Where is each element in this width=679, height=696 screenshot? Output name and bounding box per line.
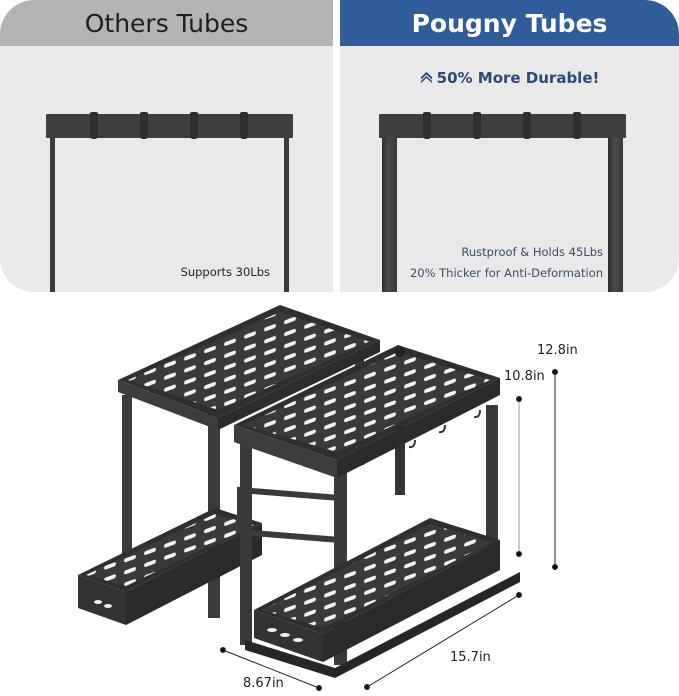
hook-clip bbox=[140, 112, 148, 139]
width-label: 15.7in bbox=[450, 650, 491, 665]
hook-clip bbox=[473, 112, 481, 139]
durability-text: 50% More Durable! bbox=[436, 69, 600, 87]
others-capacity-caption: Supports 30Lbs bbox=[180, 265, 270, 279]
right-organizer bbox=[234, 345, 520, 678]
thick-tube-left bbox=[382, 137, 397, 292]
double-chevron-up-icon bbox=[420, 70, 433, 87]
height-inner-label: 10.8in bbox=[504, 369, 545, 384]
hook-clip bbox=[573, 112, 581, 139]
rustproof-caption: Rustproof & Holds 45Lbs bbox=[461, 245, 603, 259]
pougny-tubes-header: Pougny Tubes bbox=[340, 0, 679, 46]
shelf-organizer-drawing bbox=[78, 305, 558, 691]
hook-clip bbox=[423, 112, 431, 139]
hook-clip bbox=[90, 112, 98, 139]
thin-tube-left bbox=[50, 137, 55, 292]
others-tubes-panel: Others Tubes Supports 30Lbs bbox=[0, 0, 333, 292]
thick-tube-right bbox=[608, 137, 623, 292]
left-organizer bbox=[78, 305, 380, 625]
height-total-label: 12.8in bbox=[537, 343, 578, 358]
thicker-caption: 20% Thicker for Anti-Deformation bbox=[409, 266, 603, 280]
others-tubes-header: Others Tubes bbox=[0, 0, 333, 46]
pougny-tubes-title: Pougny Tubes bbox=[411, 8, 608, 38]
hook-clip bbox=[523, 112, 531, 139]
depth-label: 8.67in bbox=[243, 676, 284, 691]
hook-clip bbox=[240, 112, 248, 139]
hook-clip bbox=[190, 112, 198, 139]
thick-tube-frame-bar bbox=[379, 112, 626, 139]
thin-tube-right bbox=[284, 137, 289, 292]
durability-highlight: 50% More Durable! bbox=[340, 69, 679, 87]
others-tubes-title: Others Tubes bbox=[84, 8, 249, 38]
product-illustration bbox=[0, 295, 679, 692]
thin-tube-frame-bar bbox=[46, 112, 293, 139]
dimension-lines bbox=[220, 369, 558, 691]
pougny-tubes-panel: Pougny Tubes 50% More Durable! Rustproof… bbox=[340, 0, 679, 292]
